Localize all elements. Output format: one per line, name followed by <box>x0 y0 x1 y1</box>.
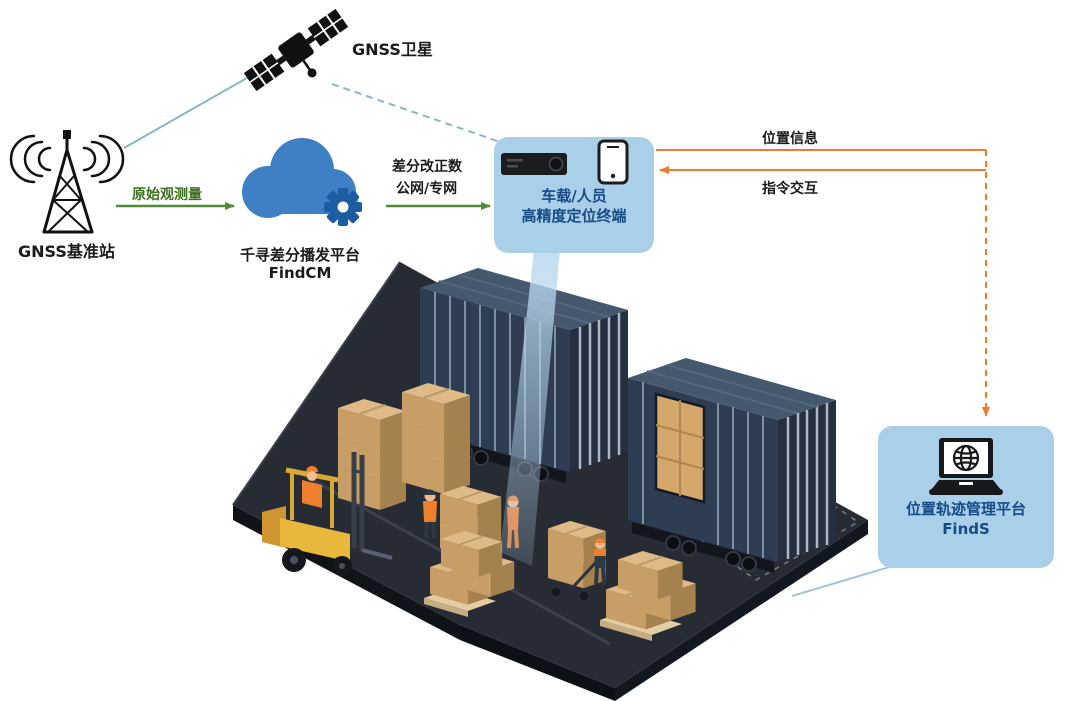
management-platform-name: 位置轨迹管理平台 <box>905 500 1026 518</box>
management-platform-panel: 位置轨迹管理平台 FindS <box>878 426 1054 568</box>
pallet-stacks <box>337 382 697 641</box>
positioning-beam <box>500 250 560 566</box>
smartphone-icon <box>597 139 629 185</box>
terminal-label-line1: 车载/人员 <box>541 187 607 205</box>
management-platform-product: FindS <box>942 519 990 538</box>
container-right <box>628 358 836 573</box>
cloud-platform-name: 千寻差分播发平台 <box>239 246 360 264</box>
container-doors <box>578 313 621 469</box>
gnss-signal-line-dashed <box>331 83 507 145</box>
gear-icon <box>324 188 362 226</box>
terminal-device-icons <box>501 139 629 185</box>
laptop-globe-icon <box>929 438 1003 495</box>
signal-waves-icon <box>9 134 125 184</box>
correction-label-2: 公网/专网 <box>396 181 458 197</box>
base-station-label: GNSS基准站 <box>18 242 115 261</box>
position-info-label: 位置信息 <box>762 131 818 147</box>
globe-icon <box>952 444 980 472</box>
base-station-icon <box>9 130 125 234</box>
correction-label-1: 差分改正数 <box>392 159 462 175</box>
gnss-signal-line-solid <box>123 65 269 149</box>
dvr-icon <box>501 153 567 175</box>
command-interaction-label: 指令交互 <box>762 181 818 197</box>
terminal-label-line2: 高精度定位终端 <box>521 206 627 225</box>
satellite-label: GNSS卫星 <box>352 40 433 59</box>
forklift-icon <box>262 452 393 576</box>
cloud-platform-product: FindCM <box>268 264 332 282</box>
warehouse-illustration <box>232 250 868 701</box>
worker-3 <box>594 538 606 585</box>
satellite-icon <box>243 8 349 92</box>
terminal-panel: 车载/人员 高精度定位终端 <box>494 137 654 253</box>
pallet-jack <box>547 519 607 600</box>
finds-pointer-line <box>791 565 894 597</box>
raw-observation-label: 原始观测量 <box>132 187 202 203</box>
worker-1 <box>423 489 437 539</box>
open-door-cargo <box>654 392 706 504</box>
